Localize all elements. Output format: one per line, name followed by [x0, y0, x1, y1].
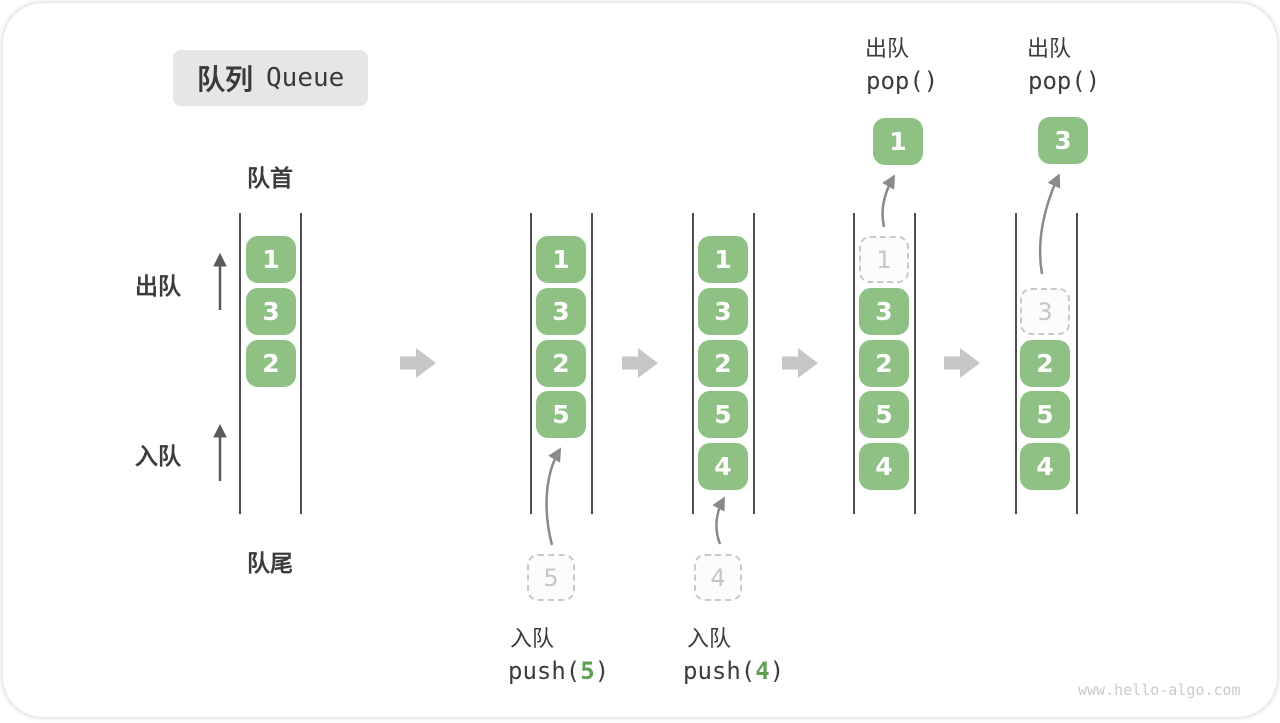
- enqueue-side-label: 入队: [135, 443, 181, 469]
- queue-item: 2: [536, 340, 586, 387]
- pop-arrow-icon: [881, 174, 896, 228]
- figure-card: 队列 Queue 队首 队尾 出队 入队 1 3 2 1 3 2 5 5 入队 …: [3, 3, 1277, 717]
- queue-wall: [300, 213, 302, 514]
- queue-item: 1: [698, 236, 748, 283]
- queue-item: 3: [698, 288, 748, 335]
- queue-item: 1: [536, 236, 586, 283]
- code-arg: 5: [580, 657, 595, 685]
- title-zh: 队列: [197, 64, 254, 95]
- push-arrow-icon: [545, 447, 562, 546]
- title-en: Queue: [266, 63, 345, 93]
- enqueue-op-label: 入队: [510, 626, 555, 651]
- queue-wall: [692, 213, 694, 514]
- state-transition-arrow-icon: [622, 348, 658, 378]
- arrows-overlay: [213, 173, 1061, 546]
- queue-wall: [1015, 213, 1017, 514]
- incoming-item-ghost: 4: [694, 554, 742, 601]
- queue-item: 4: [859, 443, 909, 490]
- code-fn: push(: [508, 657, 581, 685]
- enqueue-op-code: push(5): [508, 657, 609, 685]
- queue-item: 5: [536, 391, 586, 438]
- queue-item: 3: [859, 288, 909, 335]
- queue-item: 4: [1020, 443, 1070, 490]
- push-arrow-icon: [712, 496, 725, 545]
- popped-item: 1: [873, 118, 923, 165]
- watermark: www.hello-algo.com: [1078, 681, 1241, 699]
- code-fn: push(: [683, 657, 756, 685]
- queue-item: 5: [698, 391, 748, 438]
- dequeue-op-code: pop(): [1028, 67, 1101, 95]
- queue-wall: [914, 213, 916, 514]
- queue-wall: [591, 213, 593, 514]
- queue-wall: [853, 213, 855, 514]
- queue-item: 5: [859, 391, 909, 438]
- state-transition-arrow-icon: [944, 348, 980, 378]
- code-close: ): [769, 657, 785, 685]
- popped-item: 3: [1038, 117, 1088, 164]
- state-transition-arrow-icon: [400, 348, 436, 378]
- queue-wall: [530, 213, 532, 514]
- queue-item: 3: [536, 288, 586, 335]
- dequeue-op-code: pop(): [866, 67, 939, 95]
- removed-item-ghost: 1: [859, 236, 909, 283]
- enqueue-op-code: push(4): [683, 657, 784, 685]
- code-arg: 4: [755, 657, 770, 685]
- queue-item: 2: [246, 340, 296, 387]
- queue-item: 4: [698, 443, 748, 490]
- queue-item: 3: [246, 288, 296, 335]
- queue-item: 2: [1020, 340, 1070, 387]
- state-transition-arrow-icon: [782, 348, 818, 378]
- removed-item-ghost: 3: [1020, 288, 1070, 335]
- dequeue-op-label: 出队: [865, 36, 910, 61]
- code-close: ): [594, 657, 610, 685]
- queue-wall: [753, 213, 755, 514]
- queue-item: 5: [1020, 391, 1070, 438]
- queue-front-label: 队首: [247, 165, 293, 191]
- title-box: 队列 Queue: [173, 50, 369, 106]
- queue-wall: [1076, 213, 1078, 514]
- queue-wall: [239, 213, 241, 514]
- dequeue-op-label: 出队: [1027, 36, 1072, 61]
- enqueue-op-label: 入队: [687, 626, 732, 651]
- dequeue-side-label: 出队: [135, 273, 181, 299]
- queue-item: 2: [859, 340, 909, 387]
- pop-arrow-icon: [1038, 173, 1061, 275]
- queue-item: 1: [246, 236, 296, 283]
- queue-item: 2: [698, 340, 748, 387]
- incoming-item-ghost: 5: [527, 554, 575, 601]
- queue-rear-label: 队尾: [247, 550, 293, 576]
